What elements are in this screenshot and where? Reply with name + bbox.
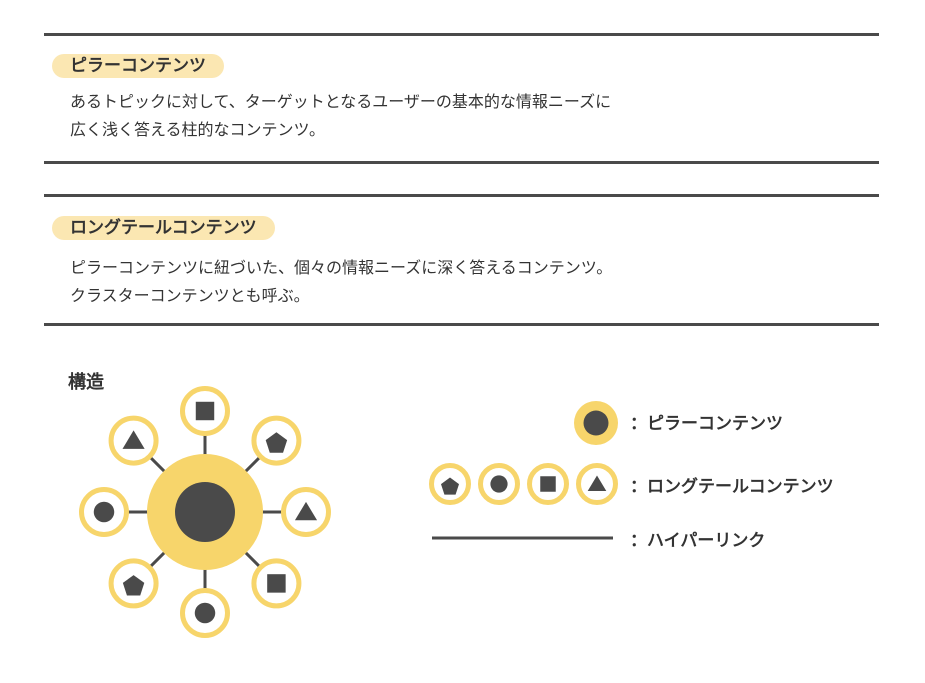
- desc-line: ピラーコンテンツに紐づいた、個々の情報ニーズに深く答えるコンテンツ。: [70, 258, 613, 277]
- structure-title: 構造: [68, 372, 104, 393]
- triangle-icon: [587, 475, 607, 491]
- divider: [44, 194, 879, 197]
- legend-pillar-label: ：ピラーコンテンツ: [630, 414, 783, 434]
- triangle-icon: [122, 430, 145, 449]
- longtail-badge: ロングテールコンテンツ: [52, 216, 275, 240]
- circle-icon: [194, 602, 216, 624]
- triangle-icon: [294, 501, 318, 521]
- divider: [44, 33, 879, 36]
- pillar-node-core: [175, 482, 235, 542]
- pentagon-icon: [265, 432, 288, 453]
- longtail-description: ピラーコンテンツに紐づいた、個々の情報ニーズに深く答えるコンテンツ。 クラスター…: [70, 254, 612, 310]
- divider: [44, 161, 879, 164]
- pillar-description: あるトピックに対して、ターゲットとなるユーザーの基本的な情報ニーズに 広く浅く答…: [70, 88, 611, 144]
- pentagon-icon: [440, 477, 460, 495]
- desc-line: あるトピックに対して、ターゲットとなるユーザーの基本的な情報ニーズに: [70, 92, 612, 111]
- square-icon: [540, 476, 556, 492]
- desc-line: 広く浅く答える柱的なコンテンツ。: [70, 120, 326, 139]
- divider: [44, 323, 879, 326]
- square-icon: [195, 401, 215, 421]
- pentagon-icon: [122, 575, 145, 596]
- legend-link-label: ：ハイパーリンク: [630, 531, 766, 551]
- circle-icon: [490, 475, 508, 493]
- legend-longtail-label: ：ロングテールコンテンツ: [630, 477, 834, 497]
- legend-pillar-core: [583, 410, 609, 436]
- desc-line: クラスターコンテンツとも呼ぶ。: [70, 286, 310, 305]
- circle-icon: [93, 501, 115, 523]
- square-icon: [267, 574, 286, 593]
- pillar-badge: ピラーコンテンツ: [52, 54, 224, 78]
